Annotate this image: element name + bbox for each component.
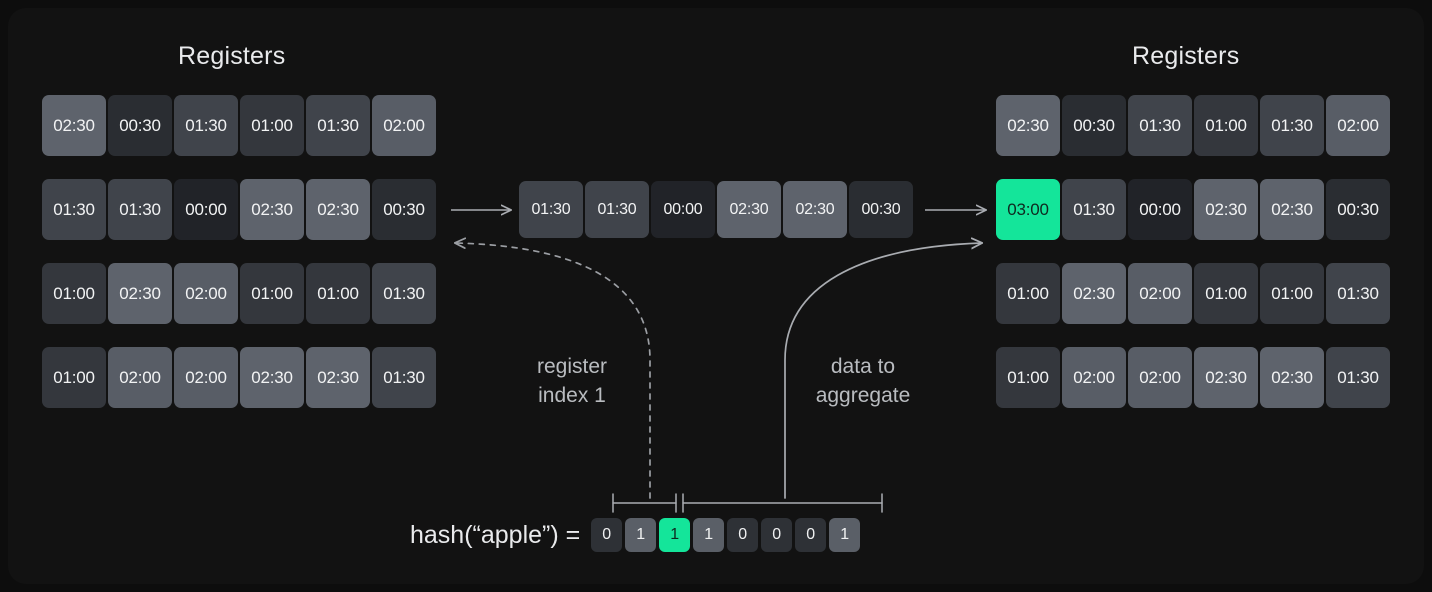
hash-bit-0: 0 xyxy=(591,518,623,552)
hash-label: hash(“apple”) = xyxy=(410,520,581,549)
register-cell-left-r2-c1: 02:30 xyxy=(108,263,172,324)
annotation-register-index: register index 1 xyxy=(536,355,608,407)
register-cell-left-r3-c4: 02:30 xyxy=(306,347,370,408)
register-cell-right-r1-c2: 00:00 xyxy=(1128,179,1192,240)
register-cell-right-r3-c0: 01:00 xyxy=(996,347,1060,408)
register-cell-right-r0-c4: 01:30 xyxy=(1260,95,1324,156)
register-cell-right-r0-c2: 01:30 xyxy=(1128,95,1192,156)
register-cell-left-r2-c2: 02:00 xyxy=(174,263,238,324)
middle-row-cell-5: 00:30 xyxy=(849,181,913,238)
register-cell-left-r1-c3: 02:30 xyxy=(240,179,304,240)
hash-bit-2: 1 xyxy=(659,518,691,552)
register-cell-right-r3-c5: 01:30 xyxy=(1326,347,1390,408)
middle-row-cell-3: 02:30 xyxy=(717,181,781,238)
register-cell-left-r0-c1: 00:30 xyxy=(108,95,172,156)
register-cell-left-r2-c0: 01:00 xyxy=(42,263,106,324)
register-cell-left-r0-c3: 01:00 xyxy=(240,95,304,156)
register-cell-right-r1-c3: 02:30 xyxy=(1194,179,1258,240)
register-cell-left-r3-c0: 01:00 xyxy=(42,347,106,408)
hash-bit-5: 0 xyxy=(761,518,793,552)
register-cell-left-r2-c5: 01:30 xyxy=(372,263,436,324)
register-cell-left-r1-c4: 02:30 xyxy=(306,179,370,240)
register-cell-right-r2-c4: 01:00 xyxy=(1260,263,1324,324)
register-cell-right-r0-c3: 01:00 xyxy=(1194,95,1258,156)
hash-bit-4: 0 xyxy=(727,518,759,552)
register-cell-right-r0-c5: 02:00 xyxy=(1326,95,1390,156)
register-cell-right-r0-c0: 02:30 xyxy=(996,95,1060,156)
middle-row-cell-2: 00:00 xyxy=(651,181,715,238)
register-cell-right-r2-c3: 01:00 xyxy=(1194,263,1258,324)
register-cell-left-r2-c3: 01:00 xyxy=(240,263,304,324)
register-cell-left-r0-c0: 02:30 xyxy=(42,95,106,156)
hash-bit-3: 1 xyxy=(693,518,725,552)
register-cell-right-r2-c0: 01:00 xyxy=(996,263,1060,324)
register-cell-left-r2-c4: 01:00 xyxy=(306,263,370,324)
register-cell-left-r3-c3: 02:30 xyxy=(240,347,304,408)
register-cell-left-r1-c1: 01:30 xyxy=(108,179,172,240)
register-cell-right-r2-c5: 01:30 xyxy=(1326,263,1390,324)
hash-bit-6: 0 xyxy=(795,518,827,552)
register-cell-right-r3-c2: 02:00 xyxy=(1128,347,1192,408)
middle-row-cell-0: 01:30 xyxy=(519,181,583,238)
right-registers-title: Registers xyxy=(1132,42,1240,70)
register-cell-left-r3-c1: 02:00 xyxy=(108,347,172,408)
register-cell-right-r3-c4: 02:30 xyxy=(1260,347,1324,408)
register-cell-right-r3-c3: 02:30 xyxy=(1194,347,1258,408)
register-cell-right-r1-c0: 03:00 xyxy=(996,179,1060,240)
left-registers-title: Registers xyxy=(178,42,286,70)
register-cell-left-r1-c2: 00:00 xyxy=(174,179,238,240)
register-cell-left-r3-c5: 01:30 xyxy=(372,347,436,408)
register-cell-right-r1-c1: 01:30 xyxy=(1062,179,1126,240)
register-cell-left-r0-c5: 02:00 xyxy=(372,95,436,156)
register-cell-right-r1-c4: 02:30 xyxy=(1260,179,1324,240)
register-cell-left-r0-c4: 01:30 xyxy=(306,95,370,156)
hash-bit-7: 1 xyxy=(829,518,861,552)
middle-row-cell-1: 01:30 xyxy=(585,181,649,238)
register-cell-left-r0-c2: 01:30 xyxy=(174,95,238,156)
middle-row-cell-4: 02:30 xyxy=(783,181,847,238)
register-cell-left-r1-c5: 00:30 xyxy=(372,179,436,240)
register-cell-right-r2-c1: 02:30 xyxy=(1062,263,1126,324)
register-cell-right-r2-c2: 02:00 xyxy=(1128,263,1192,324)
register-cell-left-r1-c0: 01:30 xyxy=(42,179,106,240)
register-cell-right-r3-c1: 02:00 xyxy=(1062,347,1126,408)
hash-bit-1: 1 xyxy=(625,518,657,552)
annotation-data-to-aggregate: data to aggregate xyxy=(815,355,911,407)
register-cell-left-r3-c2: 02:00 xyxy=(174,347,238,408)
register-cell-right-r0-c1: 00:30 xyxy=(1062,95,1126,156)
register-cell-right-r1-c5: 00:30 xyxy=(1326,179,1390,240)
